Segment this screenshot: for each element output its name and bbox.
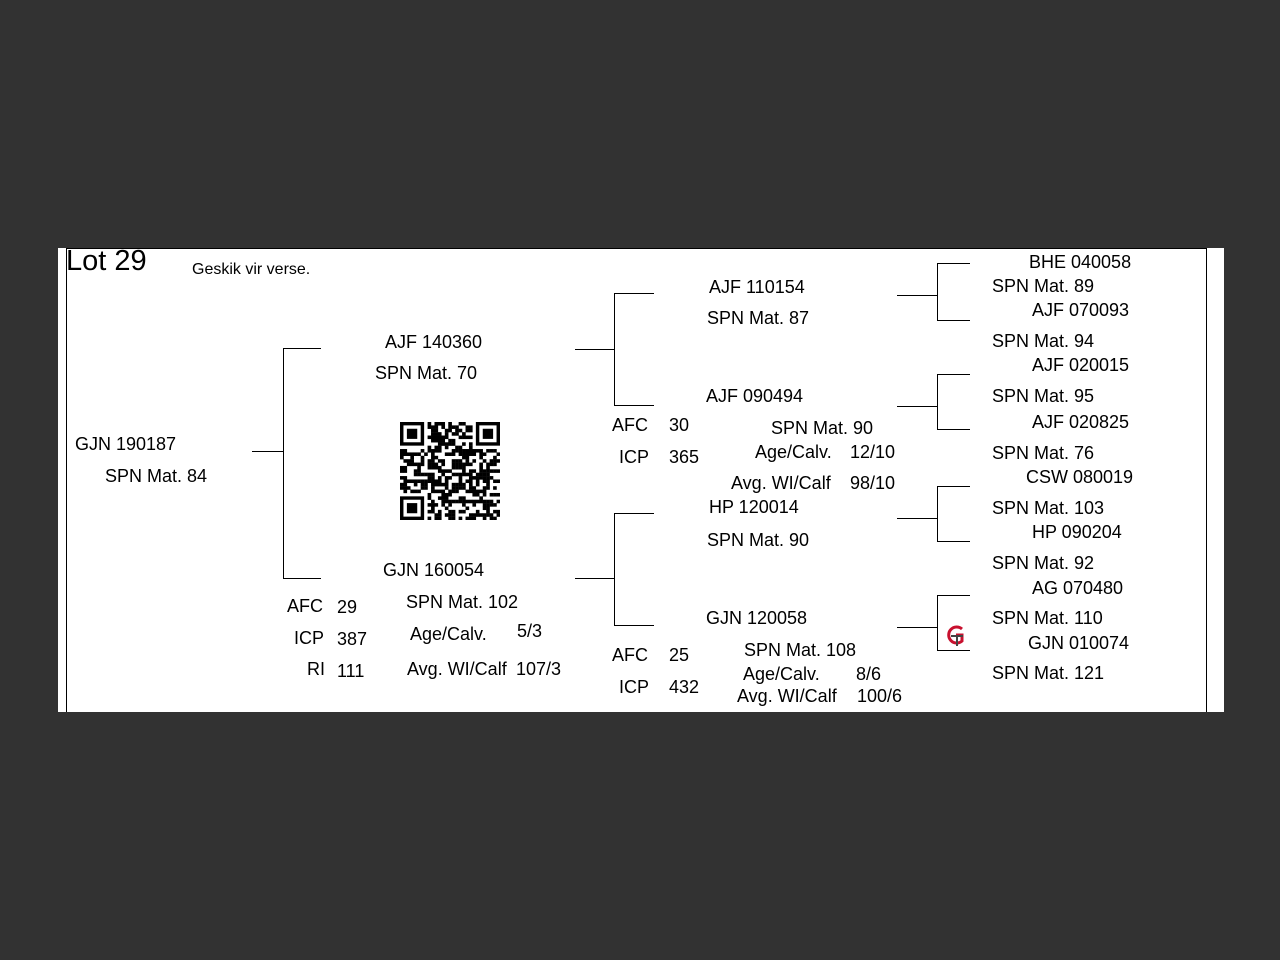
dam-age-value: 5/3 <box>517 621 543 641</box>
sire-id: AJF 140360 <box>385 332 483 352</box>
g3-8-spn: SPN Mat. 121 <box>992 663 1105 683</box>
dam-sire-spn: SPN Mat. 90 <box>707 530 810 550</box>
dam-dam-age-value: 8/6 <box>856 664 882 684</box>
dam-sire-id: HP 120014 <box>709 497 799 517</box>
connector <box>937 374 938 429</box>
dam-dam-age-label: Age/Calv. <box>743 664 820 684</box>
g3-6-spn: SPN Mat. 92 <box>992 553 1095 573</box>
connector <box>252 451 283 452</box>
pedigree-sheet: Lot 29 Geskik vir verse. GJN 190187 SPN … <box>58 245 1224 712</box>
sire-dam-age-value: 12/10 <box>850 442 896 462</box>
sire-dam-icp-label: ICP <box>619 447 650 467</box>
connector <box>937 486 938 541</box>
connector <box>937 595 938 650</box>
gt-logo-icon <box>947 625 964 646</box>
sheet-border-right <box>1206 248 1207 712</box>
dam-ri-label: RI <box>307 659 325 679</box>
sire-dam-spn: SPN Mat. 90 <box>771 418 874 438</box>
connector <box>614 513 615 625</box>
dam-icp-label: ICP <box>294 628 325 648</box>
dam-id: GJN 160054 <box>383 560 485 580</box>
connector <box>937 374 970 375</box>
connector <box>575 578 614 579</box>
connector <box>614 293 615 405</box>
g3-4-id: AJF 020825 <box>1032 412 1130 432</box>
connector <box>937 595 970 596</box>
dam-dam-id: GJN 120058 <box>706 608 808 628</box>
dam-dam-icp-value: 432 <box>669 677 700 697</box>
connector <box>937 263 938 320</box>
dam-dam-wi-value: 100/6 <box>857 686 903 706</box>
g3-1-spn: SPN Mat. 89 <box>992 276 1095 296</box>
dam-icp-value: 387 <box>337 629 368 649</box>
connector <box>937 541 970 542</box>
connector <box>614 625 654 626</box>
connector <box>614 405 654 406</box>
dam-wi-label: Avg. WI/Calf <box>407 659 507 679</box>
connector <box>283 348 284 578</box>
dam-dam-spn: SPN Mat. 108 <box>744 640 857 660</box>
connector <box>937 650 970 651</box>
connector <box>897 406 937 407</box>
g3-7-id: AG 070480 <box>1032 578 1124 598</box>
connector <box>937 486 970 487</box>
sire-dam-id: AJF 090494 <box>706 386 804 406</box>
dam-ri-value: 111 <box>337 661 365 681</box>
animal-id: GJN 190187 <box>75 434 177 454</box>
sheet-border-top <box>66 248 1206 249</box>
connector <box>937 263 970 264</box>
connector <box>283 578 321 579</box>
connector <box>614 293 654 294</box>
connector <box>897 295 937 296</box>
connector <box>575 349 614 350</box>
lot-title: Lot 29 <box>66 245 147 277</box>
g3-3-id: AJF 020015 <box>1032 355 1130 375</box>
sire-dam-wi-label: Avg. WI/Calf <box>731 473 831 493</box>
sire-dam-age-label: Age/Calv. <box>755 442 832 462</box>
dam-spn: SPN Mat. 102 <box>406 592 519 612</box>
sire-dam-afc-label: AFC <box>612 415 648 435</box>
dam-wi-value: 107/3 <box>516 659 562 679</box>
dam-dam-afc-label: AFC <box>612 645 648 665</box>
g3-7-spn: SPN Mat. 110 <box>992 608 1103 628</box>
sire-spn: SPN Mat. 70 <box>375 363 478 383</box>
sire-sire-id: AJF 110154 <box>709 277 805 297</box>
g3-1-id: BHE 040058 <box>1029 252 1132 272</box>
dam-afc-label: AFC <box>287 596 323 616</box>
connector <box>897 518 937 519</box>
sheet-border-left <box>66 248 67 712</box>
dam-dam-icp-label: ICP <box>619 677 650 697</box>
dam-age-label: Age/Calv. <box>410 624 487 644</box>
sire-dam-afc-value: 30 <box>669 415 690 435</box>
g3-5-spn: SPN Mat. 103 <box>992 498 1105 518</box>
connector <box>614 513 654 514</box>
dam-dam-wi-label: Avg. WI/Calf <box>737 686 837 706</box>
g3-4-spn: SPN Mat. 76 <box>992 443 1095 463</box>
lot-note: Geskik vir verse. <box>192 261 311 278</box>
animal-spn: SPN Mat. 84 <box>105 466 208 486</box>
g3-3-spn: SPN Mat. 95 <box>992 386 1095 406</box>
connector <box>937 429 970 430</box>
dam-dam-afc-value: 25 <box>669 645 690 665</box>
sire-dam-wi-value: 98/10 <box>850 473 896 493</box>
g3-2-spn: SPN Mat. 94 <box>992 331 1095 351</box>
connector <box>283 348 321 349</box>
qr-code-icon <box>400 422 500 520</box>
sire-sire-spn: SPN Mat. 87 <box>707 308 810 328</box>
dam-afc-value: 29 <box>337 597 358 617</box>
sire-dam-icp-value: 365 <box>669 447 700 467</box>
connector <box>897 627 937 628</box>
g3-6-id: HP 090204 <box>1032 522 1122 542</box>
g3-5-id: CSW 080019 <box>1026 467 1134 487</box>
connector <box>937 320 970 321</box>
g3-8-id: GJN 010074 <box>1028 633 1130 653</box>
g3-2-id: AJF 070093 <box>1032 300 1130 320</box>
